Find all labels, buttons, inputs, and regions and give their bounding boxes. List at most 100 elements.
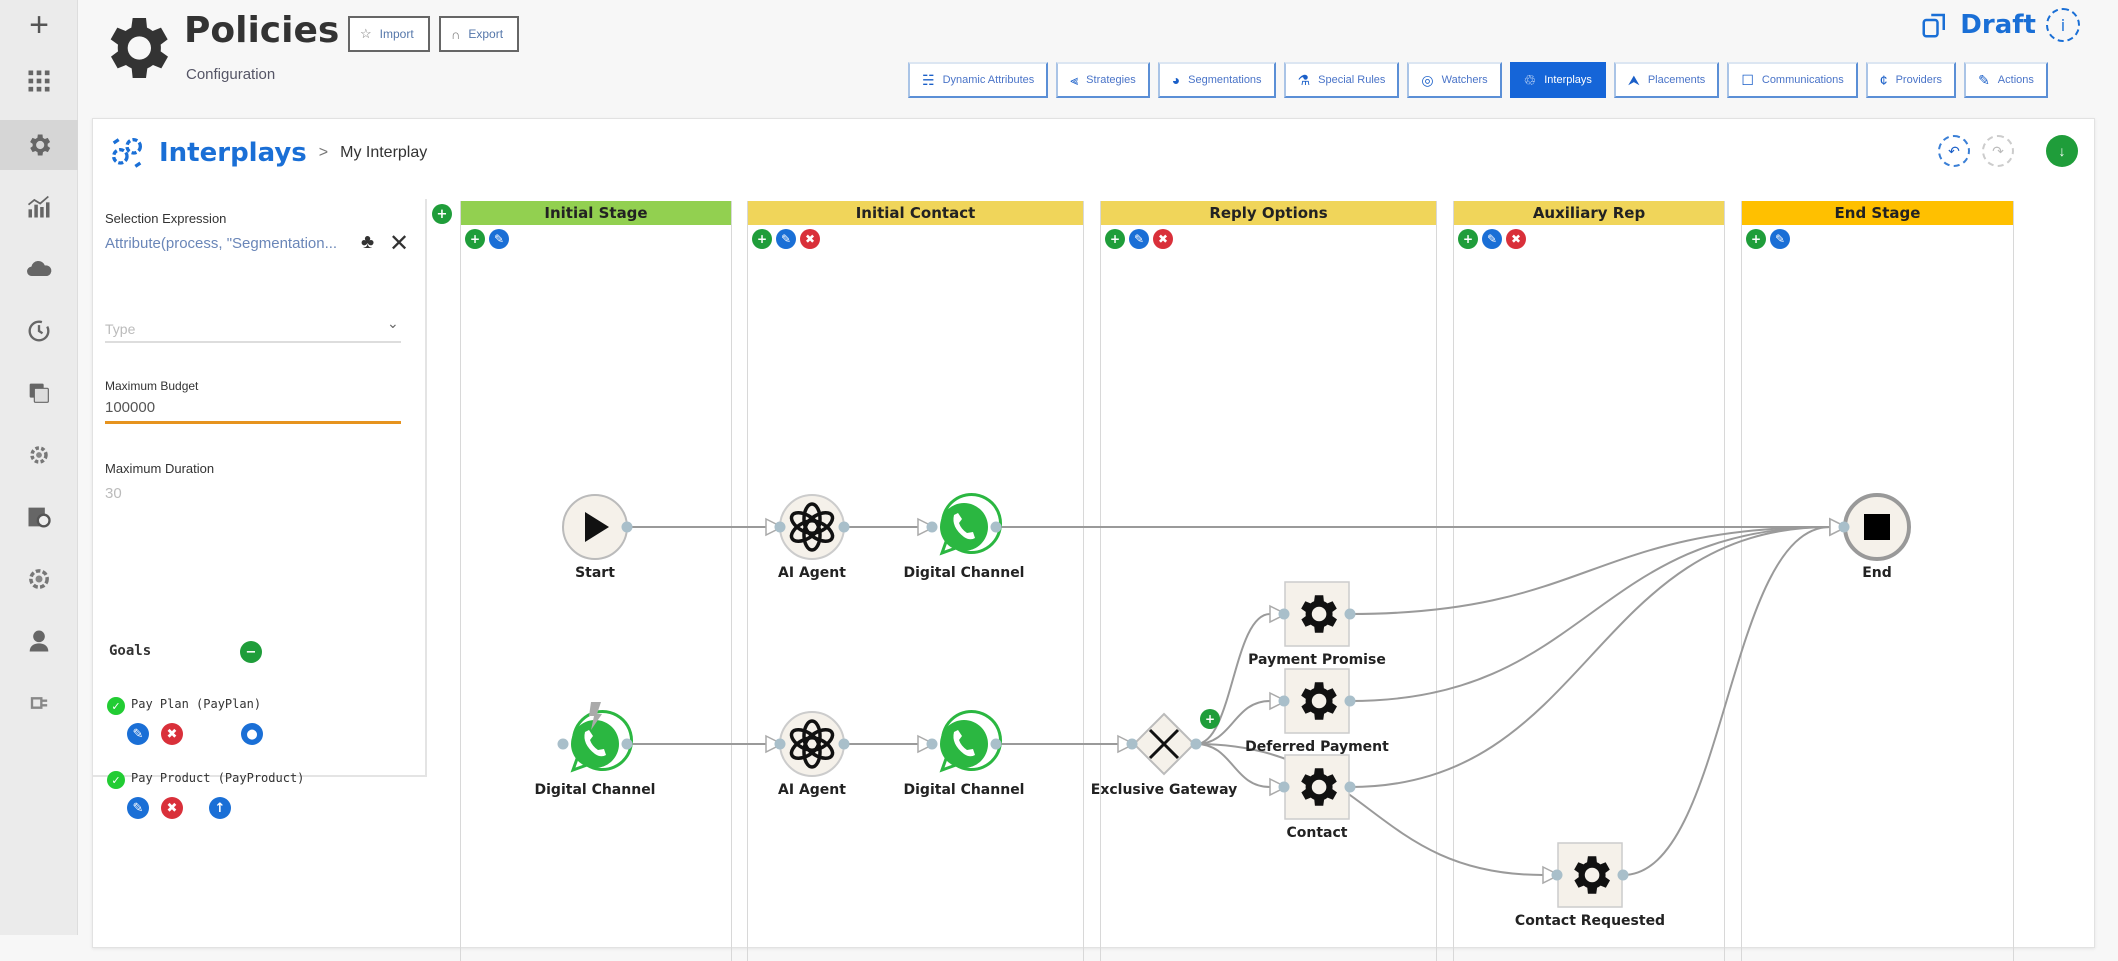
edit-lane-button[interactable]: ✎: [489, 229, 509, 249]
tab-segmentations[interactable]: ◕Segmentations: [1157, 62, 1276, 98]
edit-lane-button[interactable]: ✎: [776, 229, 796, 249]
sidebar-item-copies[interactable]: [0, 368, 78, 418]
node-label: AI Agent: [778, 782, 846, 798]
lane-header[interactable]: Initial Stage: [461, 201, 731, 225]
info-icon[interactable]: i: [2046, 8, 2080, 42]
edit-goal-button[interactable]: ✎: [127, 797, 149, 819]
tab-interplays[interactable]: ♲Interplays: [1509, 62, 1606, 98]
special-rules-icon: ⚗: [1297, 71, 1311, 88]
lane-end-stage: End Stage +✎: [1741, 201, 2014, 961]
sidebar-item-agents[interactable]: [0, 616, 78, 666]
puzzle-icon[interactable]: ♣: [361, 231, 375, 253]
plug-icon: [30, 697, 48, 709]
remove-goal-button[interactable]: −: [240, 641, 262, 663]
breadcrumb: Interplays > My Interplay: [107, 133, 427, 173]
add-node-button[interactable]: +: [1105, 229, 1125, 249]
delete-goal-button[interactable]: ✖: [161, 797, 183, 819]
strategies-icon: ⫷: [1070, 71, 1079, 88]
node-label: Start: [575, 565, 615, 581]
redo-button[interactable]: ↷: [1982, 135, 2014, 167]
copy-icon[interactable]: [1920, 10, 1950, 40]
status-area: Draft i: [1920, 8, 2080, 42]
download-button[interactable]: ↓: [2046, 135, 2078, 167]
interplays-icon: ♲: [1523, 71, 1537, 88]
sidebar-item-settings-alt[interactable]: [0, 430, 78, 480]
type-select[interactable]: Type: [105, 321, 136, 337]
chart-icon: [27, 195, 50, 218]
move-down-goal-button[interactable]: ●: [241, 723, 263, 745]
goal-check-icon: ✓: [107, 771, 125, 789]
add-lane-button[interactable]: +: [432, 204, 452, 224]
delete-lane-button[interactable]: ✖: [1153, 229, 1173, 249]
sidebar-item-add[interactable]: +: [0, 0, 78, 50]
add-node-button[interactable]: +: [1458, 229, 1478, 249]
import-icon: ☆: [360, 26, 372, 41]
lane-header[interactable]: Reply Options: [1101, 201, 1436, 225]
sidebar-item-config[interactable]: [0, 554, 78, 604]
goal-name: Pay Plan (PayPlan): [131, 697, 262, 711]
tab-watchers[interactable]: ◎Watchers: [1407, 62, 1502, 98]
communications-icon: ☐: [1741, 71, 1754, 88]
tab-communications[interactable]: ☐Communications: [1727, 62, 1858, 98]
grid-icon: [28, 70, 50, 92]
tab-placements[interactable]: ⮝Placements: [1613, 62, 1720, 98]
clear-icon[interactable]: ✕: [389, 230, 410, 257]
download-icon: ↓: [2058, 143, 2066, 159]
sidebar-item-dashboard[interactable]: [0, 56, 78, 106]
node-label: Contact: [1286, 825, 1348, 841]
import-button[interactable]: ☆Import: [348, 16, 430, 52]
node-label: Digital Channel: [903, 565, 1025, 581]
tab-special-rules[interactable]: ⚗Special Rules: [1283, 62, 1400, 98]
gear-icon: [110, 18, 168, 78]
dynamic-attributes-icon: ☵: [922, 71, 935, 88]
breadcrumb-current: My Interplay: [340, 144, 428, 161]
lane-header[interactable]: End Stage: [1742, 201, 2013, 225]
chevron-down-icon[interactable]: ⌄: [387, 315, 399, 331]
tab-providers[interactable]: ¢Providers: [1865, 62, 1957, 98]
agent-icon: [29, 630, 49, 652]
lane-header[interactable]: Auxiliary Rep: [1454, 201, 1724, 225]
lane-auxiliary-rep: Auxiliary Rep +✎✖: [1453, 201, 1725, 961]
max-duration-input[interactable]: 30: [105, 485, 122, 502]
tab-actions[interactable]: ✎Actions: [1964, 62, 2048, 98]
node-label: Exclusive Gateway: [1090, 782, 1238, 798]
delete-lane-button[interactable]: ✖: [800, 229, 820, 249]
sidebar-item-policies[interactable]: [0, 120, 78, 170]
sidebar-item-integrations[interactable]: [0, 678, 78, 728]
lane-initial-stage: Initial Stage +✎: [460, 201, 732, 961]
sidebar-item-reports[interactable]: [0, 492, 78, 542]
edit-lane-button[interactable]: ✎: [1129, 229, 1149, 249]
delete-goal-button[interactable]: ✖: [161, 723, 183, 745]
page-subtitle: Configuration: [186, 66, 276, 83]
tab-strategies[interactable]: ⫷Strategies: [1056, 62, 1150, 98]
lane-header[interactable]: Initial Contact: [748, 201, 1083, 225]
move-up-goal-button[interactable]: ↑: [209, 797, 231, 819]
max-budget-input[interactable]: 100000: [105, 399, 156, 416]
copy-icon: [29, 383, 49, 403]
history-icon: [28, 320, 50, 342]
sidebar-item-cloud[interactable]: [0, 244, 78, 294]
undo-button[interactable]: ↶: [1938, 135, 1970, 167]
edit-lane-button[interactable]: ✎: [1770, 229, 1790, 249]
sidebar-item-analytics[interactable]: [0, 182, 78, 232]
breadcrumb-separator: >: [318, 144, 329, 161]
watchers-icon: ◎: [1421, 71, 1434, 88]
status-badge: Draft: [1960, 10, 2036, 40]
edit-lane-button[interactable]: ✎: [1482, 229, 1502, 249]
node-label: Deferred Payment: [1245, 739, 1389, 755]
lane-reply-options: Reply Options+✎✖: [1100, 201, 1437, 961]
breadcrumb-root[interactable]: Interplays: [159, 138, 307, 168]
selection-expression-field[interactable]: Attribute(process, "Segmentation...: [105, 235, 338, 252]
add-node-button[interactable]: +: [465, 229, 485, 249]
delete-lane-button[interactable]: ✖: [1506, 229, 1526, 249]
max-budget-underline: [105, 421, 401, 424]
export-button[interactable]: ∩Export: [439, 16, 519, 52]
add-node-button[interactable]: +: [752, 229, 772, 249]
tab-dynamic-attributes[interactable]: ☵Dynamic Attributes: [908, 62, 1049, 98]
placements-icon: ⮝: [1627, 71, 1640, 88]
page-header: Policies Configuration ☆Import ∩Export D…: [78, 0, 2118, 110]
gateway-add-branch-button[interactable]: +: [1200, 709, 1220, 729]
add-node-button[interactable]: +: [1746, 229, 1766, 249]
edit-goal-button[interactable]: ✎: [127, 723, 149, 745]
sidebar-item-history[interactable]: [0, 306, 78, 356]
